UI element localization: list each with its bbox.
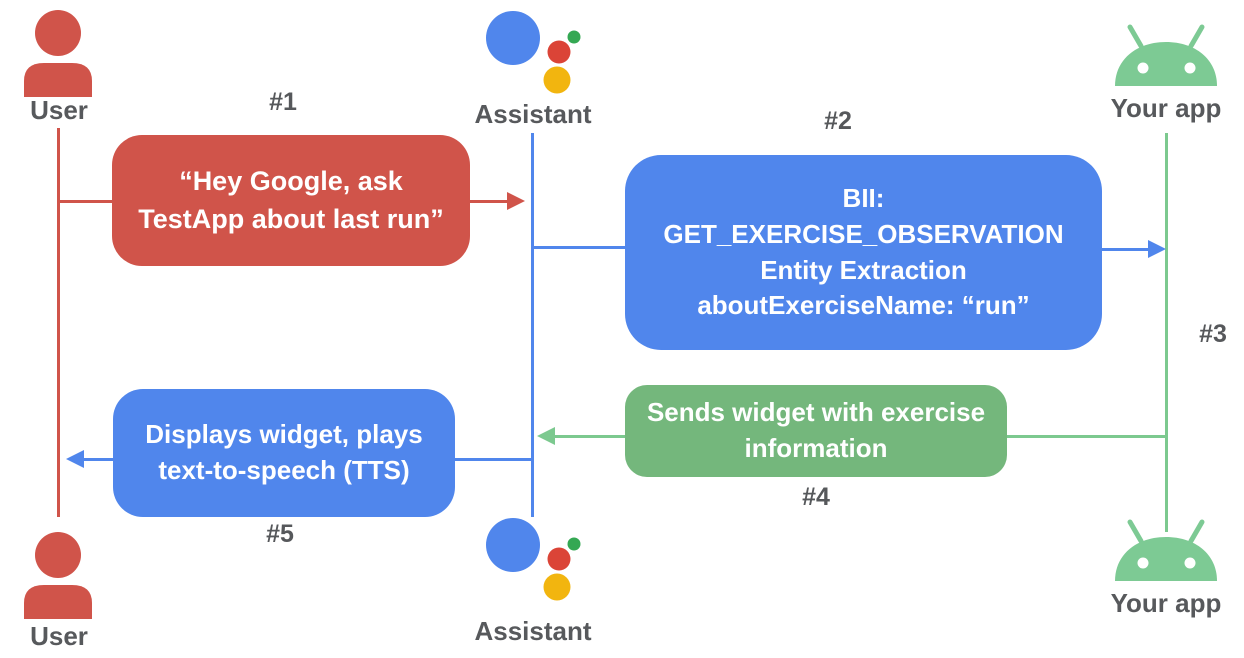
message-2-line-left xyxy=(533,246,625,249)
step-2-label: #2 xyxy=(824,107,852,135)
assistant-lifeline xyxy=(531,133,534,517)
actor-user-bottom xyxy=(18,532,98,624)
actor-app-bottom xyxy=(1110,518,1222,586)
actor-assistant-bottom xyxy=(482,515,582,610)
actor-assistant-bottom-label: Assistant xyxy=(474,616,592,646)
message-2-box: BII: GET_EXERCISE_OBSERVATION Entity Ext… xyxy=(625,155,1102,350)
message-5-text: Displays widget, plays text-to-speech (T… xyxy=(145,419,423,485)
message-1-box: “Hey Google, ask TestApp about last run” xyxy=(112,135,470,266)
assistant-icon xyxy=(486,518,581,601)
message-5-line-left xyxy=(82,458,113,461)
message-4-text: Sends widget with exercise information xyxy=(646,397,986,463)
app-lifeline xyxy=(1165,133,1168,532)
message-5-box: Displays widget, plays text-to-speech (T… xyxy=(113,389,455,517)
message-2-arrowhead-icon xyxy=(1148,240,1166,258)
actor-assistant-top-label: Assistant xyxy=(474,99,592,129)
message-1-line-left xyxy=(59,200,113,203)
actor-user-bottom-label: User xyxy=(30,621,88,651)
user-icon xyxy=(24,10,92,97)
actor-assistant-top xyxy=(482,8,582,103)
actor-app-top xyxy=(1110,23,1222,91)
actor-user-top-label: User xyxy=(30,95,88,125)
step-5-label: #5 xyxy=(266,520,294,548)
message-1-arrowhead-icon xyxy=(507,192,525,210)
android-icon xyxy=(1115,24,1217,86)
message-5-line-right xyxy=(455,458,533,461)
user-lifeline xyxy=(57,128,60,517)
message-1-text: “Hey Google, ask TestApp about last run” xyxy=(138,166,444,234)
message-4-line-right xyxy=(1007,435,1167,438)
step-1-label: #1 xyxy=(269,88,297,116)
step-3-label: #3 xyxy=(1199,320,1227,348)
message-2-text: BII: GET_EXERCISE_OBSERVATION Entity Ext… xyxy=(663,182,1064,321)
message-4-line-left xyxy=(553,435,627,438)
user-icon xyxy=(24,532,92,619)
actor-user-top xyxy=(18,10,98,102)
android-icon xyxy=(1115,519,1217,581)
actor-app-bottom-label: Your app xyxy=(1110,588,1222,618)
message-2-line-right xyxy=(1102,248,1149,251)
actor-app-top-label: Your app xyxy=(1110,93,1222,123)
assistant-icon xyxy=(486,11,581,94)
message-4-box: Sends widget with exercise information xyxy=(625,385,1007,477)
message-1-line-right xyxy=(470,200,508,203)
step-4-label: #4 xyxy=(802,483,830,511)
message-4-arrowhead-icon xyxy=(537,427,555,445)
message-5-arrowhead-icon xyxy=(66,450,84,468)
